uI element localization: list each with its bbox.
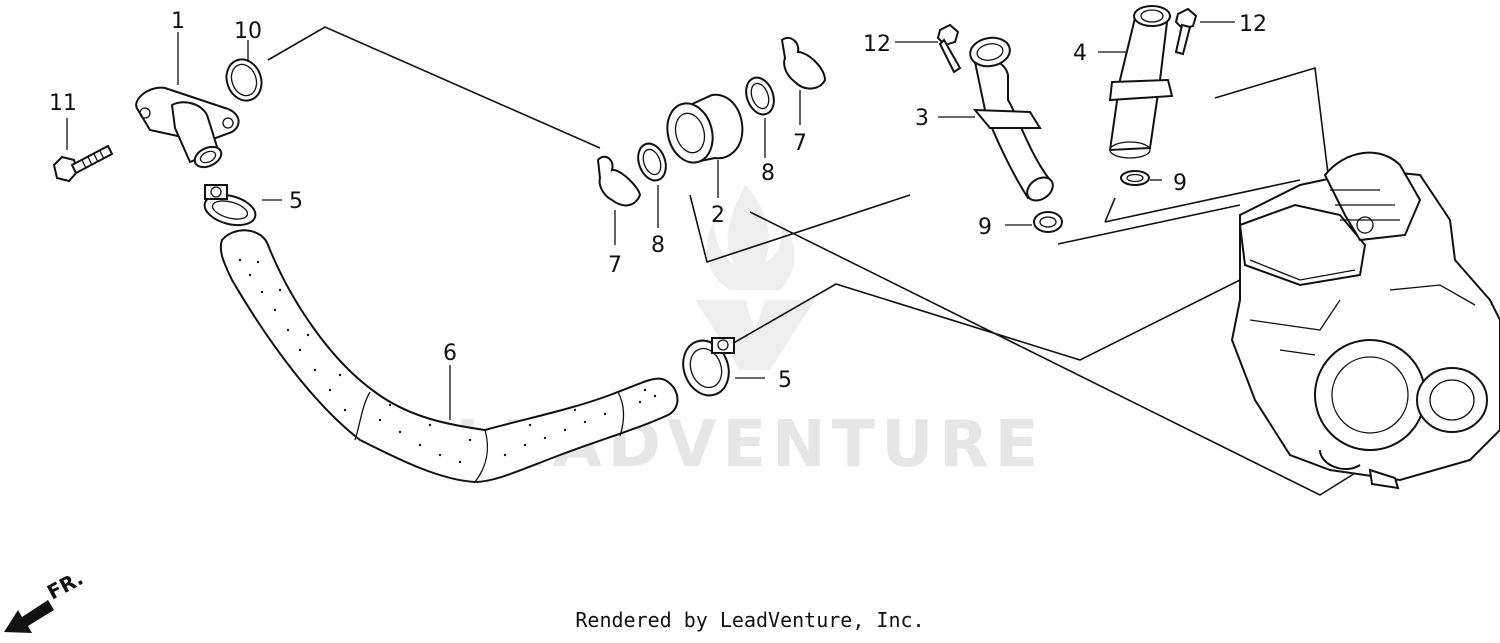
- front-arrow-icon: [4, 600, 54, 633]
- footer-credit: Rendered by LeadVenture, Inc.: [575, 608, 925, 632]
- watermark-logo-icon: [695, 185, 815, 370]
- part-7-clip-left: [596, 155, 642, 245]
- callout-7-right: 7: [793, 131, 807, 156]
- callout-12-left: 12: [863, 32, 891, 57]
- callout-9-right: 9: [1173, 171, 1187, 196]
- part-3-water-pipe: [938, 36, 1054, 202]
- engine-illustration: [1230, 151, 1500, 490]
- part-11-bolt: [52, 118, 114, 183]
- callout-1: 1: [171, 9, 185, 34]
- part-12-bolt-left: [895, 23, 962, 74]
- assembly-lines: [267, 26, 1361, 496]
- part-7-clip-right: [780, 36, 827, 125]
- callout-8-right: 8: [761, 161, 775, 186]
- callout-10: 10: [234, 19, 262, 44]
- callout-8-left: 8: [651, 233, 665, 258]
- part-8-o-ring-right: [745, 76, 775, 158]
- part-9-o-ring-left: [1005, 211, 1063, 233]
- part-5-hose-clamp-lower: [682, 337, 765, 397]
- hose-texture: [238, 258, 657, 464]
- callout-5-upper: 5: [289, 189, 303, 214]
- part-10-o-ring: [225, 40, 263, 102]
- part-4-water-pipe: [1098, 5, 1174, 159]
- callout-9-left: 9: [978, 215, 992, 240]
- front-label: FR.: [43, 566, 87, 605]
- part-12-bolt-right: [1174, 7, 1235, 56]
- callout-6: 6: [443, 341, 457, 366]
- callout-12-right: 12: [1239, 12, 1267, 37]
- callout-5-lower: 5: [778, 368, 792, 393]
- callout-3: 3: [915, 106, 929, 131]
- callout-2: 2: [711, 203, 725, 228]
- part-6-water-hose: [219, 229, 679, 484]
- part-5-hose-clamp-upper: [203, 184, 282, 227]
- callout-7-left: 7: [608, 253, 622, 278]
- part-8-o-ring-left: [637, 142, 667, 228]
- part-1-outlet-flange: [135, 32, 240, 169]
- callout-11: 11: [49, 91, 77, 116]
- callout-4: 4: [1073, 41, 1087, 66]
- part-9-o-ring-right: [1120, 170, 1162, 186]
- part-2-water-joint: [666, 93, 744, 198]
- callout-labels: 1 10 11 5 6 5 7 8 2 8 7 12 3 4 12 9 9: [49, 9, 1267, 393]
